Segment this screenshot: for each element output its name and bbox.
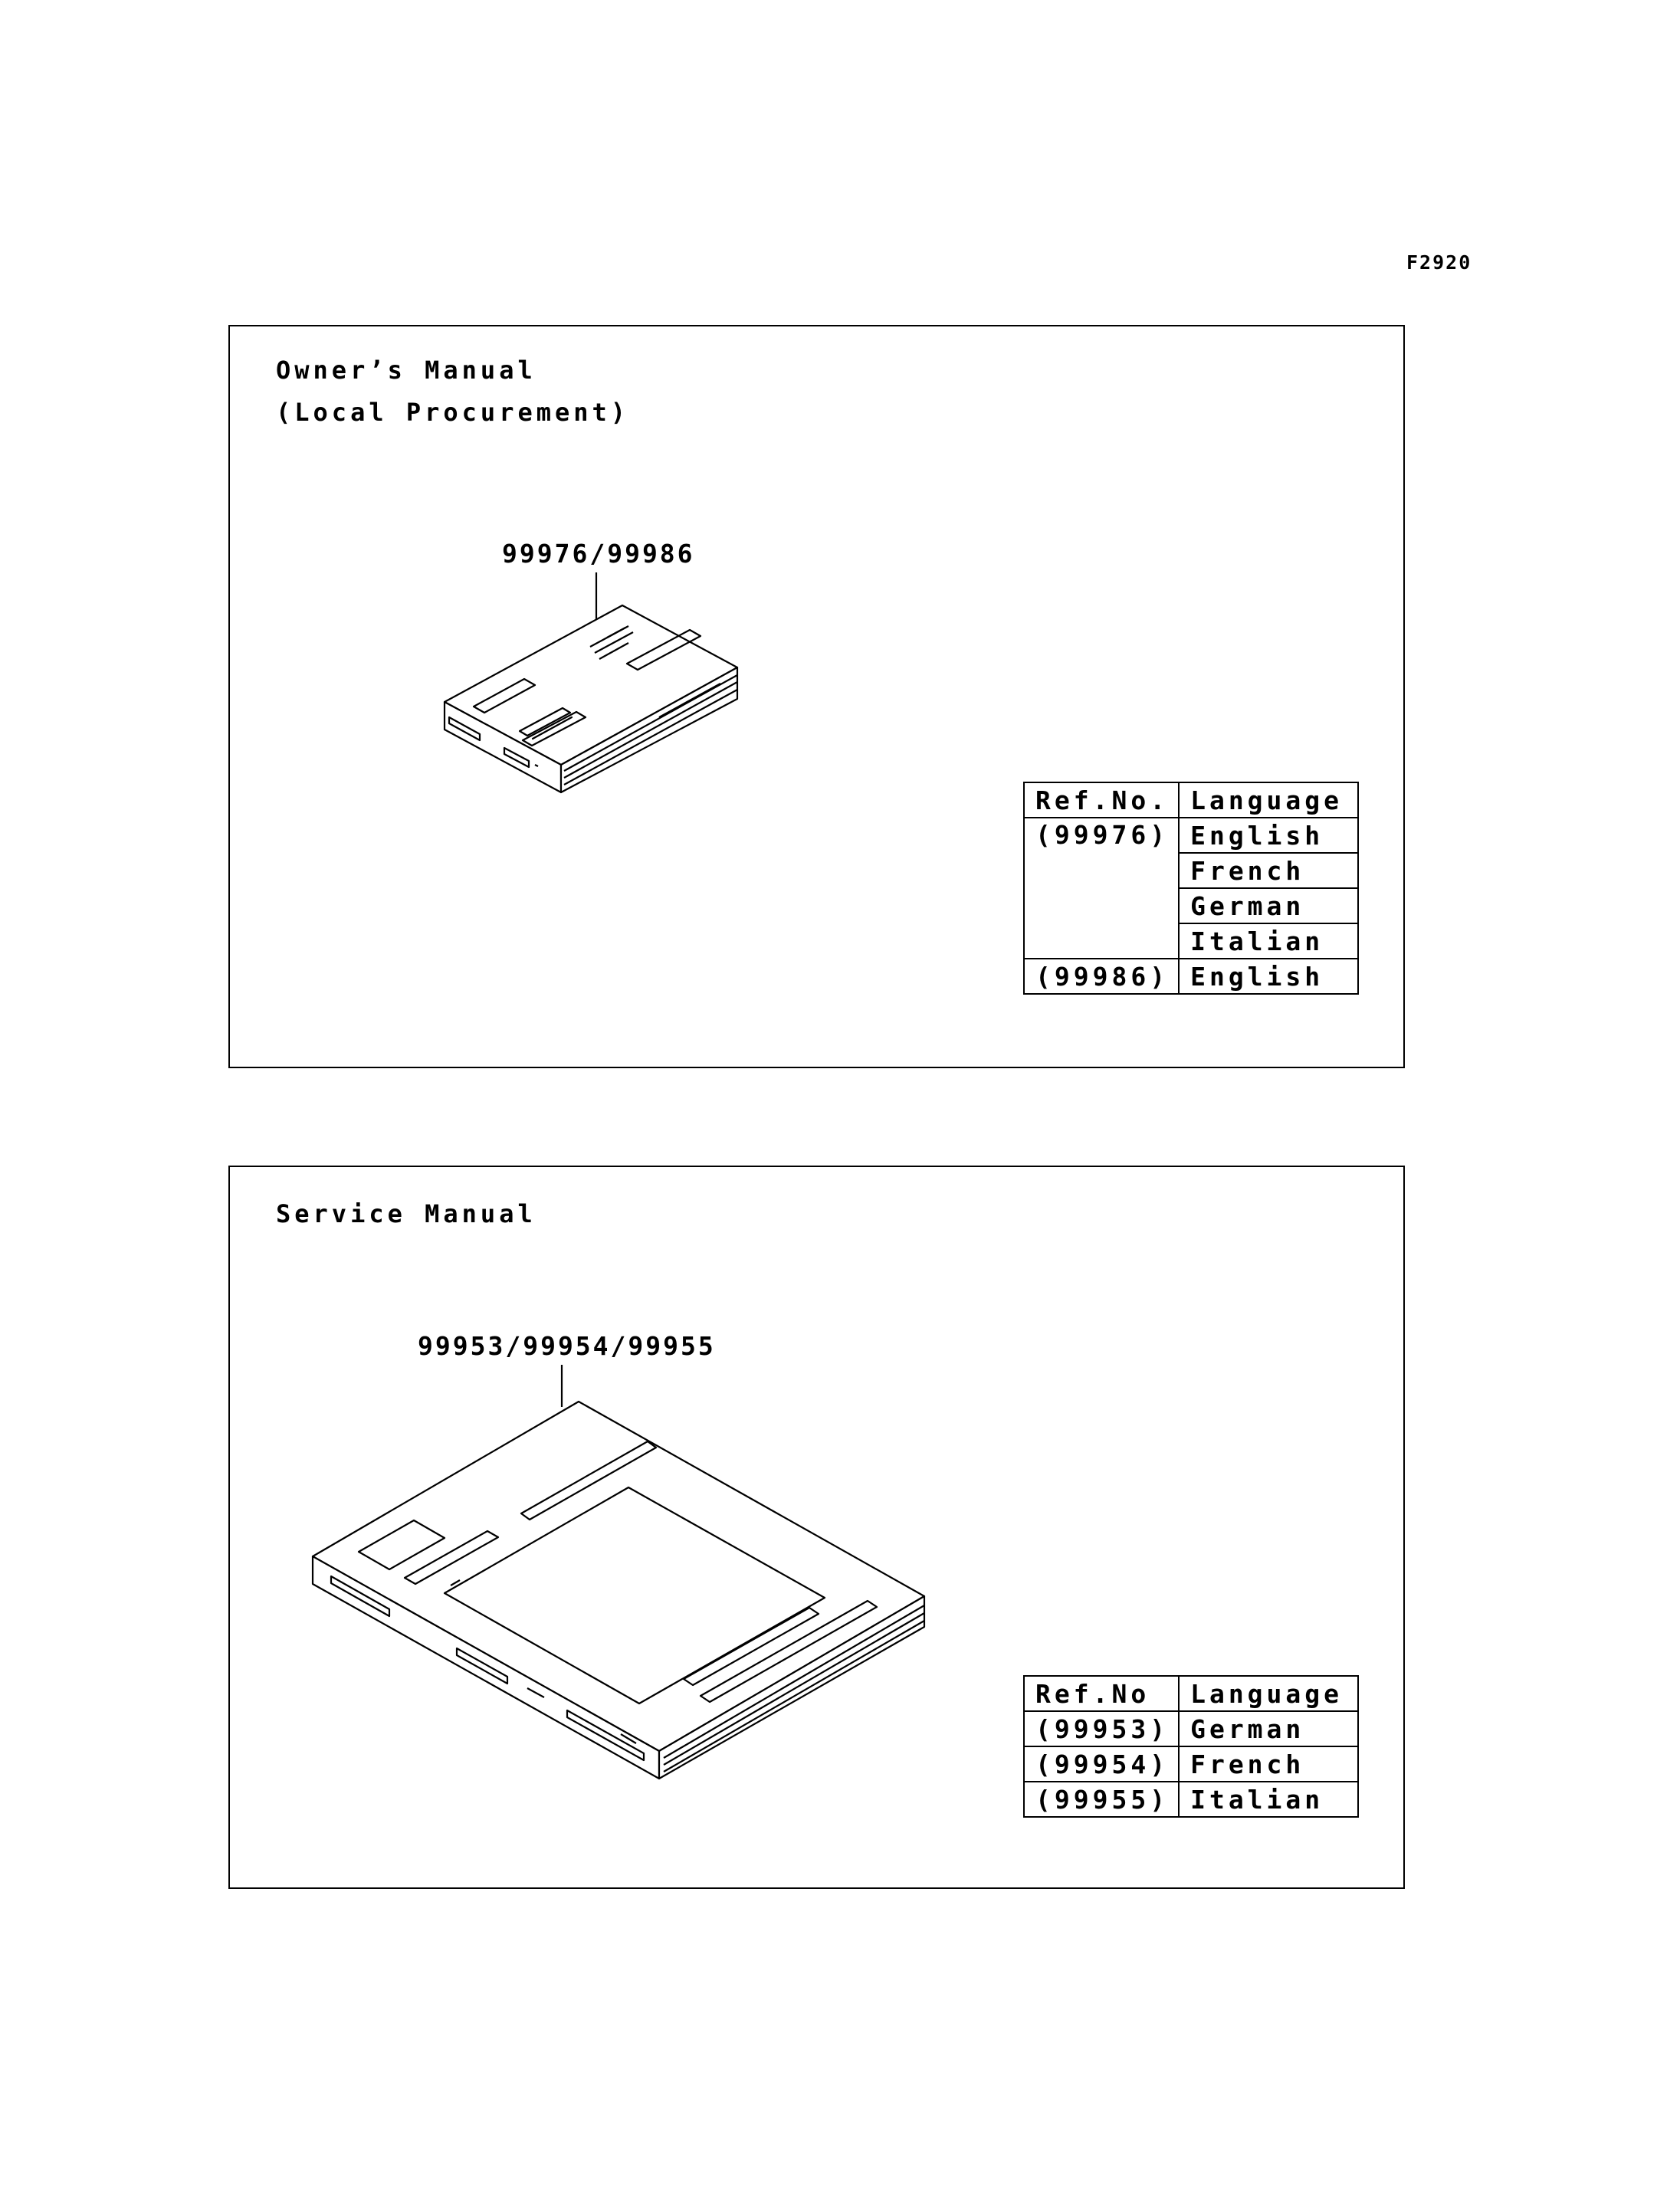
language-cell: Italian xyxy=(1178,923,1360,959)
language-cell: German xyxy=(1178,887,1360,924)
ref-cell: (99954) xyxy=(1022,1746,1180,1782)
table-header-row: Ref.No. Language xyxy=(1022,782,1360,818)
language-cell: French xyxy=(1178,852,1360,889)
language-cell: German xyxy=(1178,1710,1360,1747)
language-cell: English xyxy=(1178,958,1360,995)
language-cell: English xyxy=(1178,817,1360,854)
header-language: Language xyxy=(1178,1675,1360,1712)
owners-manual-ref-table: Ref.No. Language (99976) English French … xyxy=(1022,782,1360,995)
language-cell: Italian xyxy=(1178,1781,1360,1818)
table-row: (99955) Italian xyxy=(1022,1781,1360,1818)
table-row: Italian xyxy=(1024,923,1360,959)
table-row: (99954) French xyxy=(1022,1746,1360,1782)
service-manual-callout: 99953/99954/99955 xyxy=(418,1331,716,1361)
service-manual-book-illustration xyxy=(311,1365,926,1780)
owners-manual-subtitle: (Local Procurement) xyxy=(276,398,630,427)
table-row: (99986) English xyxy=(1022,958,1360,995)
owners-manual-title: Owner’s Manual xyxy=(276,356,536,385)
table-row: German xyxy=(1024,887,1360,924)
table-row: French xyxy=(1024,852,1360,889)
language-cell: French xyxy=(1178,1746,1360,1782)
header-language: Language xyxy=(1178,782,1360,818)
service-manual-ref-table: Ref.No Language (99953) German (99954) F… xyxy=(1022,1675,1360,1818)
ref-cell: (99953) xyxy=(1022,1710,1180,1747)
table-row: (99953) German xyxy=(1022,1710,1360,1747)
figure-code: F2920 xyxy=(1406,251,1472,274)
owners-manual-callout: 99976/99986 xyxy=(502,539,695,569)
table-header-row: Ref.No Language xyxy=(1022,1675,1360,1712)
ref-cell: (99986) xyxy=(1022,958,1180,995)
header-ref-no: Ref.No xyxy=(1022,1675,1180,1712)
service-manual-title: Service Manual xyxy=(276,1199,536,1228)
owners-manual-book-illustration xyxy=(443,572,739,794)
ref-cell: (99955) xyxy=(1022,1781,1180,1818)
table-row: (99976) English xyxy=(1022,817,1360,959)
service-manual-panel: Service Manual 99953/99954/99955 Ref.No … xyxy=(228,1166,1405,1889)
header-ref-no: Ref.No. xyxy=(1022,782,1180,818)
ref-cell: (99976) xyxy=(1022,817,1180,959)
owners-manual-panel: Owner’s Manual (Local Procurement) 99976… xyxy=(228,325,1405,1068)
